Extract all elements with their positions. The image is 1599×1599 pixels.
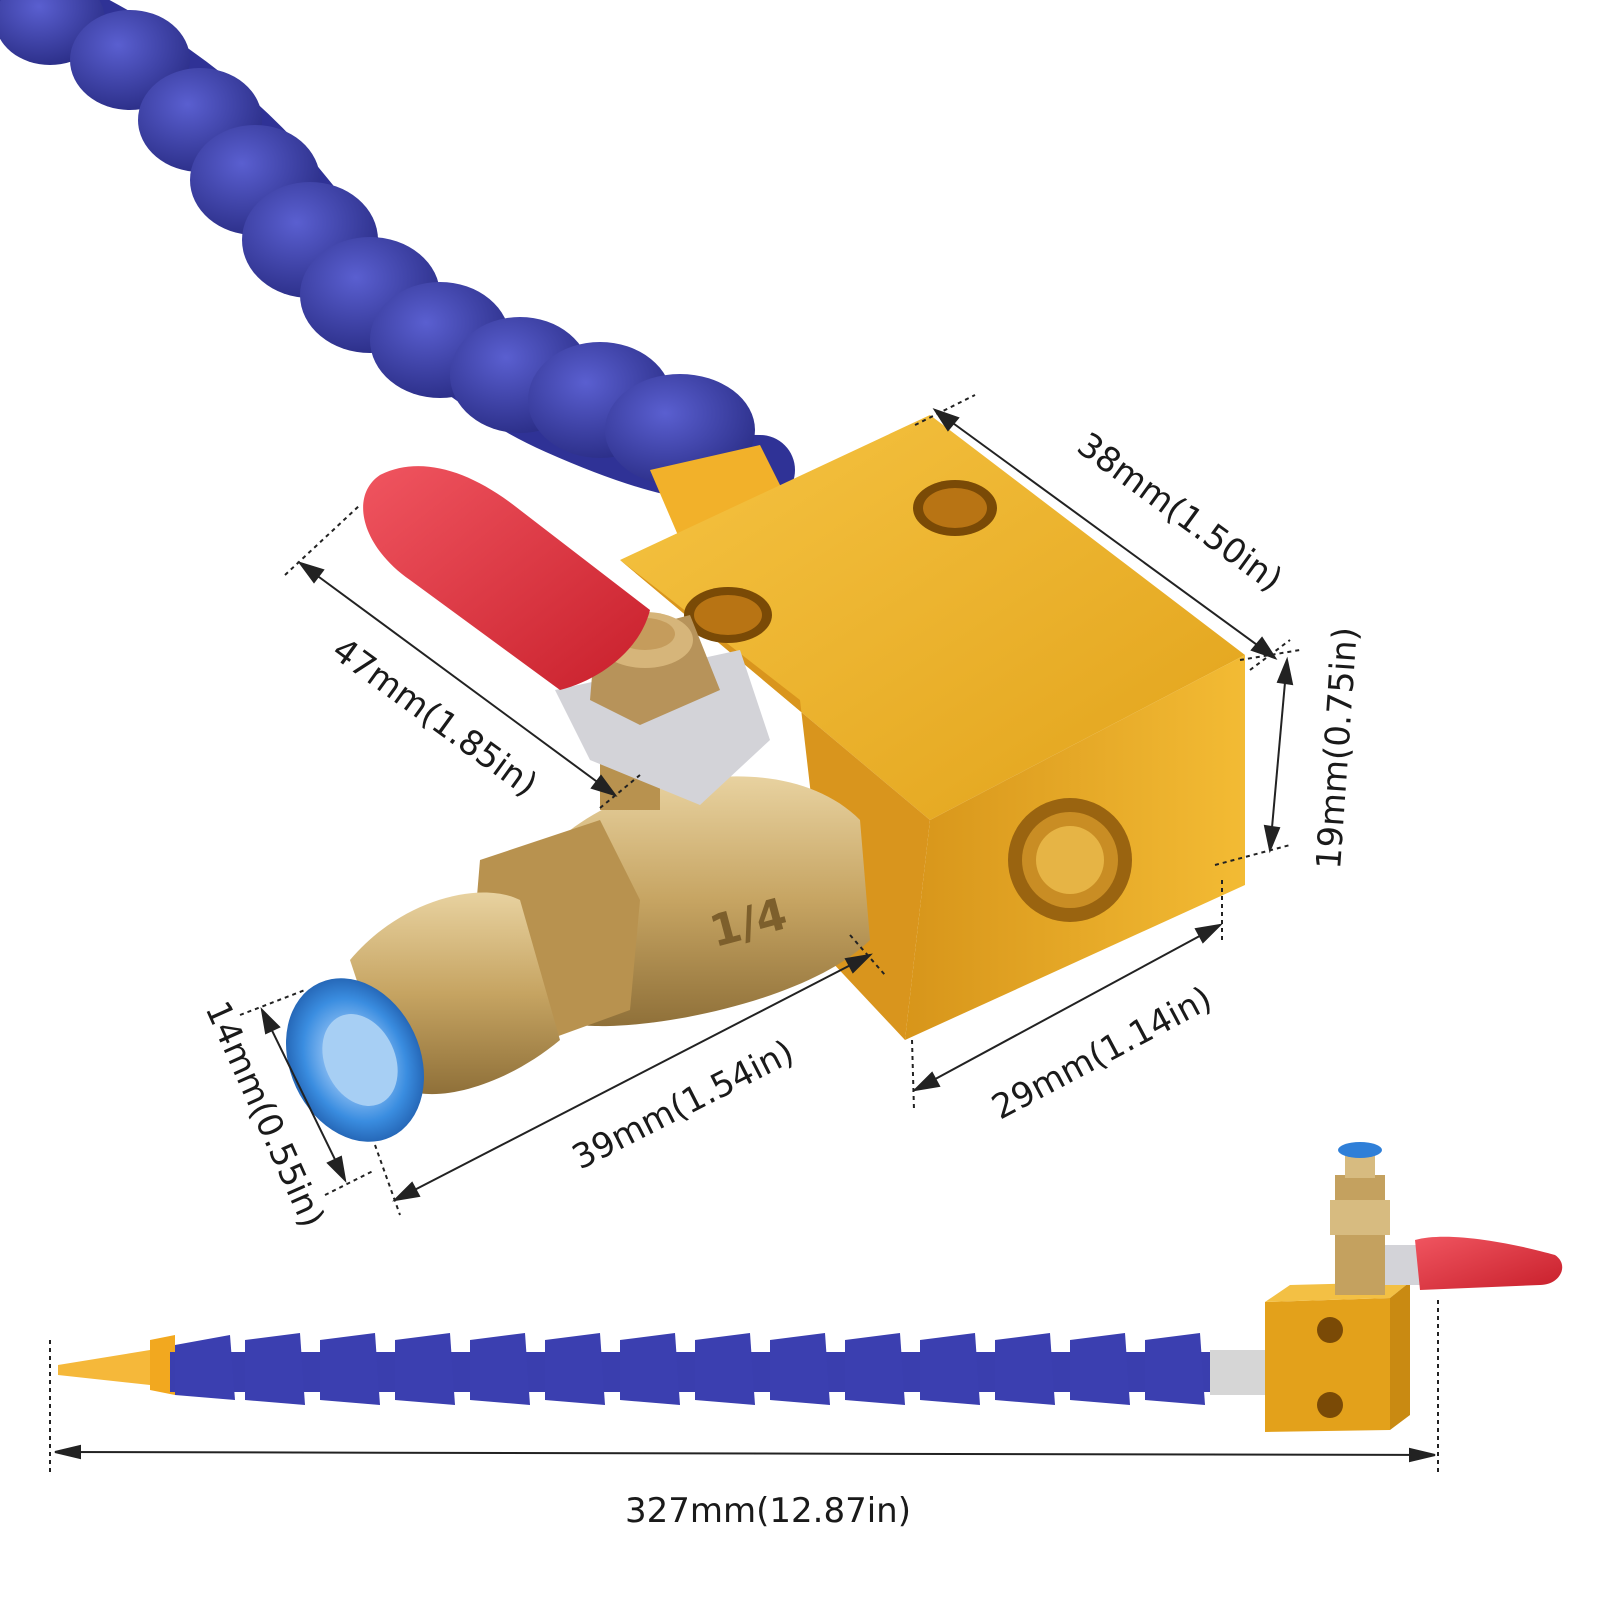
full-assembly (58, 1142, 1563, 1432)
flexible-hose (0, 0, 795, 540)
block-height-label: 19mm(0.75in) (1309, 626, 1366, 871)
valve-height-label: 47mm(1.85in) (325, 630, 545, 805)
dimension-lines (239, 394, 1301, 1216)
block-width-label: 29mm(1.14in) (985, 979, 1218, 1128)
total-length-label: 327mm(12.87in) (625, 1491, 911, 1531)
valve-handle (363, 466, 650, 690)
total-length-dimension (49, 1300, 1439, 1475)
valve-length-label: 39mm(1.54in) (566, 1032, 800, 1178)
ball-valve: 1/4 (286, 466, 870, 1142)
